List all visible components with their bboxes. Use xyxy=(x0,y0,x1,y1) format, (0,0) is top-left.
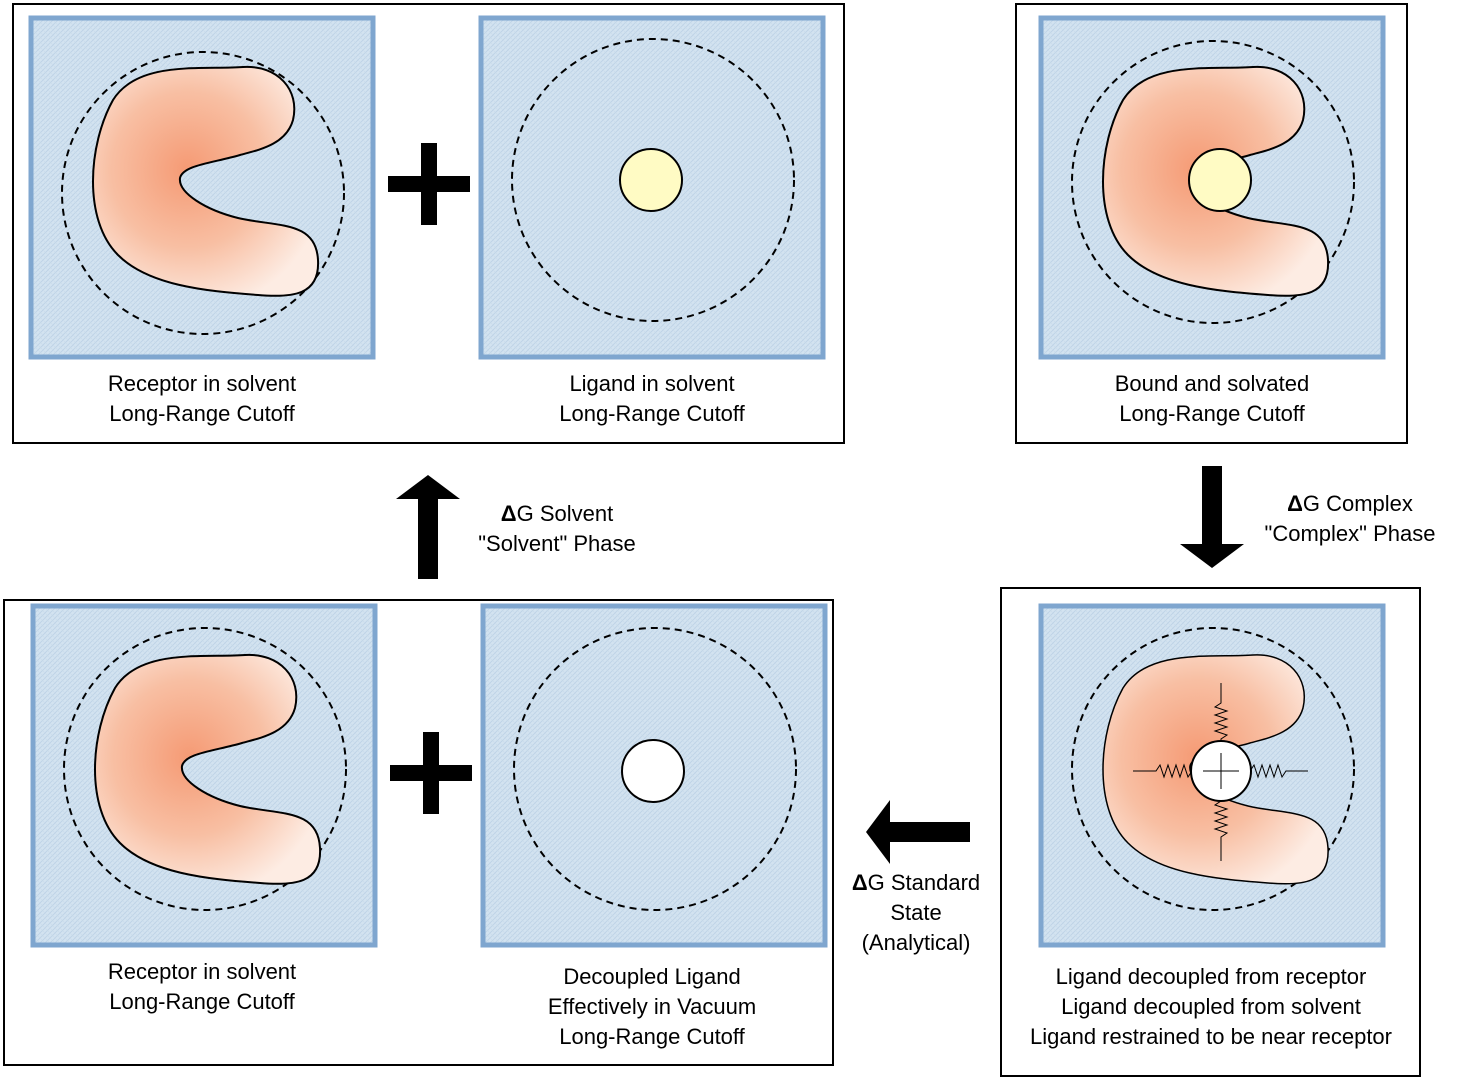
complex-solvated-panel xyxy=(1038,15,1386,360)
cutoff-circle xyxy=(1071,627,1355,911)
standard-state-delta-label: ΔG Standard State (Analytical) xyxy=(851,870,981,955)
receptor-solvent-panel-top xyxy=(28,15,376,360)
ligand-circle xyxy=(621,739,685,803)
arrow-left-icon xyxy=(866,800,970,864)
receptor-shape xyxy=(92,65,320,297)
restrained-complex-panel xyxy=(1038,603,1386,948)
ligand-top-caption: Ligand in solvent Long-Range Cutoff xyxy=(559,371,745,426)
cutoff-circle xyxy=(61,51,345,335)
arrow-down-icon xyxy=(1180,466,1244,568)
receptor-solvent-panel-bottom xyxy=(30,603,378,948)
ligand-solvent-panel-top xyxy=(478,15,826,360)
receptor-top-caption: Receptor in solvent Long-Range Cutoff xyxy=(107,371,297,426)
cutoff-circle xyxy=(63,627,347,911)
arrow-up-icon xyxy=(396,475,460,579)
complex-delta-label: ΔG Complex "Complex" Phase xyxy=(1264,491,1436,546)
ligand-circle xyxy=(619,148,683,212)
receptor-shape xyxy=(1102,654,1329,885)
restrained-complex-caption: Ligand decoupled from receptor Ligand de… xyxy=(1029,964,1392,1049)
decoupled-ligand-panel xyxy=(480,603,828,948)
plus-icon xyxy=(390,732,472,814)
solvent-delta-label: ΔG Solvent "Solvent" Phase xyxy=(478,501,636,556)
receptor-bottom-caption: Receptor in solvent Long-Range Cutoff xyxy=(107,959,297,1014)
plus-icon xyxy=(388,143,470,225)
receptor-shape xyxy=(1102,65,1330,297)
cutoff-circle xyxy=(1071,40,1355,324)
cutoff-circle xyxy=(513,627,797,911)
receptor-shape xyxy=(94,653,322,885)
cutoff-circle xyxy=(511,38,795,322)
complex-top-caption: Bound and solvated Long-Range Cutoff xyxy=(1114,371,1310,426)
restraint-crosshair xyxy=(1203,753,1239,789)
ligand-circle xyxy=(1188,148,1252,212)
decoupled-ligand-caption: Decoupled Ligand Effectively in Vacuum L… xyxy=(547,964,757,1049)
restraint-springs xyxy=(1133,683,1308,861)
